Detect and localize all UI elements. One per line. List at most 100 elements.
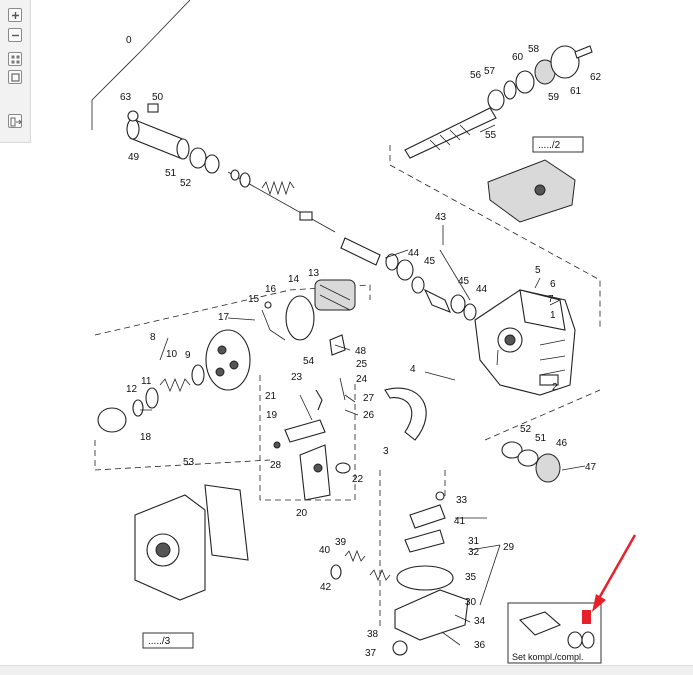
part-label[interactable]: 17: [218, 312, 230, 323]
part-label[interactable]: 47: [585, 462, 597, 473]
part-label[interactable]: 26: [363, 410, 375, 421]
ref-box-2[interactable]: ...../2: [532, 136, 584, 153]
part-label[interactable]: 2: [552, 382, 558, 393]
part-screw-33[interactable]: [435, 491, 445, 501]
part-label[interactable]: 10: [166, 349, 178, 360]
part-cover-30[interactable]: [394, 589, 469, 641]
part-label[interactable]: 42: [320, 582, 332, 593]
part-label[interactable]: 24: [356, 374, 368, 385]
part-label[interactable]: 30: [465, 597, 477, 608]
part-label[interactable]: 18: [140, 432, 152, 443]
part-label[interactable]: 20: [296, 508, 308, 519]
part-label[interactable]: 63: [120, 92, 132, 103]
part-label[interactable]: 5: [535, 265, 541, 276]
part-bearing-56[interactable]: [487, 89, 505, 111]
part-label[interactable]: 29: [503, 542, 515, 553]
part-screw-50[interactable]: [147, 103, 159, 113]
part-cover-59[interactable]: [550, 45, 580, 79]
part-label[interactable]: 0: [126, 35, 132, 46]
part-plug-37[interactable]: [392, 640, 408, 656]
part-label[interactable]: 23: [291, 372, 303, 383]
part-ring-9[interactable]: [191, 364, 205, 386]
part-ring-51b[interactable]: [517, 449, 539, 467]
part-ring-52b[interactable]: [501, 441, 523, 459]
part-label[interactable]: 33: [456, 495, 468, 506]
part-label[interactable]: 3: [383, 446, 389, 457]
part-label[interactable]: 60: [512, 52, 524, 63]
part-ring-44b[interactable]: [411, 276, 425, 294]
part-spring-23[interactable]: [315, 389, 323, 411]
part-pin-16[interactable]: [264, 301, 272, 309]
part-label[interactable]: 53: [183, 457, 195, 468]
part-label[interactable]: 44: [476, 284, 488, 295]
part-label[interactable]: 52: [520, 424, 532, 435]
part-washer-22[interactable]: [335, 462, 351, 474]
part-label[interactable]: 51: [535, 433, 547, 444]
part-ring-12[interactable]: [132, 399, 144, 417]
part-label[interactable]: 28: [270, 460, 282, 471]
part-label[interactable]: 59: [548, 92, 560, 103]
part-label[interactable]: 61: [570, 86, 582, 97]
part-ring-57[interactable]: [503, 80, 517, 100]
part-plate-20[interactable]: [299, 444, 331, 501]
part-lever-19[interactable]: [284, 419, 326, 443]
part-label[interactable]: 25: [356, 359, 368, 370]
part-label[interactable]: 50: [152, 92, 164, 103]
part-label[interactable]: 55: [485, 130, 497, 141]
part-plate-18[interactable]: [97, 407, 127, 433]
part-label[interactable]: 39: [335, 537, 347, 548]
fit-grid-button[interactable]: [8, 52, 22, 66]
part-label[interactable]: 62: [590, 72, 602, 83]
part-label[interactable]: 44: [408, 248, 420, 259]
part-ring-42[interactable]: [330, 564, 342, 580]
zoom-in-button[interactable]: [8, 8, 22, 22]
part-label[interactable]: 12: [126, 384, 138, 395]
part-label[interactable]: 43: [435, 212, 447, 223]
part-shaft-55[interactable]: [404, 107, 497, 159]
part-label[interactable]: 51: [165, 168, 177, 179]
part-label[interactable]: 38: [367, 629, 379, 640]
part-ring-11[interactable]: [145, 387, 159, 409]
part-label[interactable]: 56: [470, 70, 482, 81]
part-label[interactable]: 27: [363, 393, 375, 404]
part-plate-14[interactable]: [285, 295, 315, 341]
ref-box-3[interactable]: ...../3: [142, 632, 194, 649]
fit-page-button[interactable]: [8, 70, 22, 84]
part-label[interactable]: 13: [308, 268, 320, 279]
part-label[interactable]: 11: [141, 376, 152, 387]
part-label[interactable]: 16: [265, 284, 277, 295]
part-housing[interactable]: [474, 289, 576, 396]
part-label[interactable]: 9: [185, 350, 191, 361]
part-label[interactable]: 46: [556, 438, 568, 449]
part-label[interactable]: 48: [355, 346, 367, 357]
part-label[interactable]: 6: [550, 279, 556, 290]
part-label[interactable]: 7: [548, 294, 554, 305]
part-valve-block[interactable]: [487, 159, 576, 223]
part-label[interactable]: 45: [458, 276, 470, 287]
part-label[interactable]: 35: [465, 572, 477, 583]
part-piston-block-13[interactable]: [314, 279, 356, 311]
part-ring-52[interactable]: [204, 154, 220, 174]
part-label[interactable]: 58: [528, 44, 540, 55]
part-label[interactable]: 49: [128, 152, 140, 163]
part-label[interactable]: 57: [484, 66, 496, 77]
part-block-48[interactable]: [329, 334, 346, 356]
part-label[interactable]: 54: [303, 356, 315, 367]
part-cover-46[interactable]: [535, 453, 561, 483]
part-seal-31[interactable]: [404, 529, 445, 553]
part-elbow-45[interactable]: [423, 288, 452, 313]
part-label[interactable]: 34: [474, 616, 486, 627]
part-ring-45b[interactable]: [450, 294, 466, 314]
zoom-out-button[interactable]: [8, 28, 22, 42]
part-gasket-53[interactable]: [204, 484, 249, 561]
part-ring-51[interactable]: [189, 147, 207, 169]
part-cradle-3[interactable]: [384, 387, 427, 441]
part-ring-45[interactable]: [396, 259, 414, 281]
part-screw-28[interactable]: [273, 441, 281, 449]
part-label[interactable]: 1: [550, 310, 556, 321]
export-button[interactable]: [8, 114, 22, 128]
part-label[interactable]: 52: [180, 178, 192, 189]
part-label[interactable]: 45: [424, 256, 436, 267]
part-cylinder-8[interactable]: [205, 329, 251, 391]
part-label[interactable]: 40: [319, 545, 331, 556]
